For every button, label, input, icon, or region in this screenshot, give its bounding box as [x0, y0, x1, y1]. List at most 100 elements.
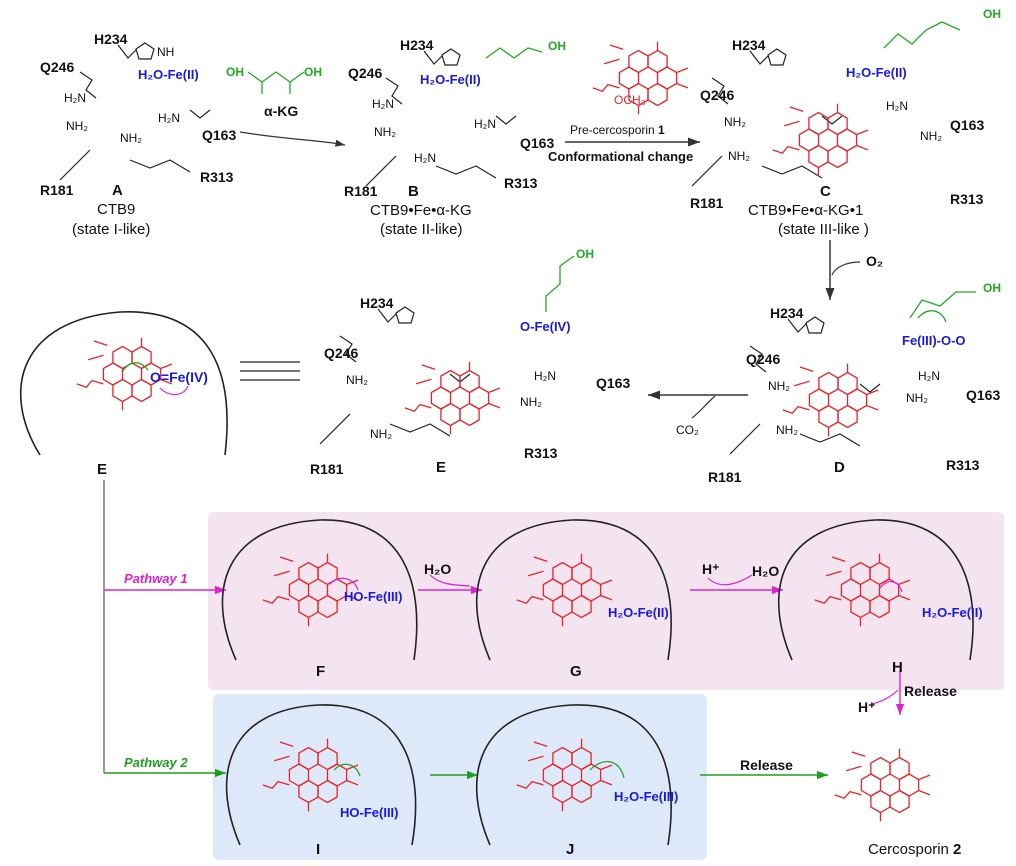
imidazole-a [135, 42, 155, 60]
residue-q246-c: Q246 [700, 87, 735, 103]
pocket-e-inset [19, 311, 228, 456]
akg-bound-c [883, 21, 961, 49]
state-c-state: (state III-like ) [778, 221, 869, 238]
fe-site-b: H₂O-Fe(II) [420, 72, 481, 87]
pathway1-label: Pathway 1 [124, 571, 188, 586]
residue-r313-d: R313 [946, 457, 980, 473]
q163-amide-e: H₂N [534, 369, 556, 383]
inset-e-letter: E [97, 461, 108, 478]
akg-label: α-KG [264, 103, 299, 119]
curl-arrow-i [333, 763, 361, 777]
r181-chain-c [691, 155, 723, 187]
residue-h234-c: H234 [732, 37, 766, 53]
pocket-f [221, 519, 418, 661]
co2-curve [691, 395, 716, 419]
amide-b: H₂N [372, 97, 394, 111]
substrate-structure-f [262, 553, 359, 627]
substrate-structure-d [782, 363, 879, 437]
akg-oh-right: OH [304, 65, 322, 79]
curl-arrow-e-1 [121, 362, 149, 373]
product-label: Cercosporin 2 [868, 841, 962, 858]
r181-chain-b [365, 155, 397, 187]
guan-nh2-b: NH₂ [374, 125, 396, 139]
state-d-letter: D [834, 459, 845, 476]
substrate-structure-g [516, 553, 613, 627]
state-b-state: (state II-like) [380, 221, 463, 238]
q163-amide-d: H₂N [918, 369, 940, 383]
r313-chain-c [761, 165, 823, 179]
curl-arrow-j [589, 761, 625, 779]
succinate-e [545, 255, 575, 312]
q163-amide-a: H₂N [158, 111, 180, 125]
h234-chain-d [787, 318, 807, 333]
state-a-state: (state I-like) [72, 221, 151, 238]
residue-r313-a: R313 [200, 169, 234, 185]
residue-q163-d: Q163 [966, 387, 1001, 403]
curl-arrow-h [879, 581, 903, 593]
residue-q163-a: Q163 [202, 127, 237, 143]
precursor-ome-label: OCH₃ [614, 93, 646, 107]
fe-site-f: HO-Fe(III) [344, 589, 403, 604]
substrate-structure-i [262, 738, 359, 812]
akg-bound-d [909, 291, 976, 319]
o2-label: O₂ [866, 253, 884, 269]
q246-chain-c [711, 77, 729, 105]
residue-r313-b: R313 [504, 175, 538, 191]
residue-q163-c: Q163 [950, 117, 985, 133]
q163-chain-d [859, 383, 881, 393]
inset-e-fe: O=Fe(IV) [150, 369, 208, 385]
fe-site-h: H₂O-Fe(II) [922, 605, 983, 620]
guan2-nh2-a: NH₂ [120, 131, 142, 145]
release-label-2: Release [740, 757, 793, 773]
water-label-1: H₂O [424, 561, 452, 577]
state-g-letter: G [570, 663, 582, 680]
c-oh: OH [983, 7, 1001, 21]
h234-chain-c [749, 50, 769, 65]
state-f-letter: F [316, 663, 326, 680]
hplus-label-1: H⁺ [702, 561, 720, 577]
d-oh: OH [983, 281, 1001, 295]
substrate-structure-h [814, 553, 911, 627]
residue-h234-e: H234 [360, 295, 394, 311]
fe-site-i: HO-Fe(III) [340, 805, 399, 820]
arrow-a-to-b [239, 131, 346, 147]
cercosporin-structure [834, 748, 931, 822]
fe-site-e: O-Fe(IV) [520, 319, 571, 334]
guan-nh2-a: NH₂ [66, 119, 88, 133]
residue-h234-d: H234 [770, 305, 804, 321]
pocket-g [475, 519, 672, 661]
o2-curve [831, 261, 861, 276]
pathway2-panel [213, 694, 707, 860]
b-oh: OH [548, 39, 566, 53]
q163-amide-c: H₂N [886, 99, 908, 113]
fe-site-a: H₂O-Fe(II) [138, 67, 199, 82]
akg-oh-left: OH [226, 65, 244, 79]
nh-a: NH [157, 45, 175, 59]
substrate-structure-e-inset [76, 337, 173, 411]
guan-d: NH₂ [906, 391, 928, 405]
r181-chain-d [729, 423, 761, 455]
q163-chain-b [495, 115, 517, 125]
release-label-1: Release [904, 683, 957, 699]
guan2-d: NH₂ [776, 423, 798, 437]
conformational-change-label: Conformational change [548, 149, 694, 164]
state-c-name: CTB9•Fe•α-KG•1 [748, 202, 864, 219]
residue-q163-e: Q163 [596, 375, 631, 391]
guan2-e: NH₂ [370, 427, 392, 441]
residue-h234-a: H234 [94, 31, 128, 47]
precercosporin-label: Pre-cercosporin 1 [570, 123, 665, 137]
r313-chain-d [799, 433, 861, 447]
residue-r313-e: R313 [524, 445, 558, 461]
imidazole-c [767, 48, 787, 66]
substrate-structure-e [404, 361, 501, 435]
pocket-j [475, 704, 672, 846]
precercosporin-structure [592, 41, 689, 115]
residue-r181-a: R181 [40, 182, 74, 198]
state-j-letter: J [566, 841, 575, 858]
q246-chain-e [339, 335, 357, 363]
residue-r181-c: R181 [690, 195, 724, 211]
state-h-letter: H [892, 659, 903, 676]
amide-e: NH₂ [346, 373, 368, 387]
state-c-letter: C [820, 183, 831, 200]
